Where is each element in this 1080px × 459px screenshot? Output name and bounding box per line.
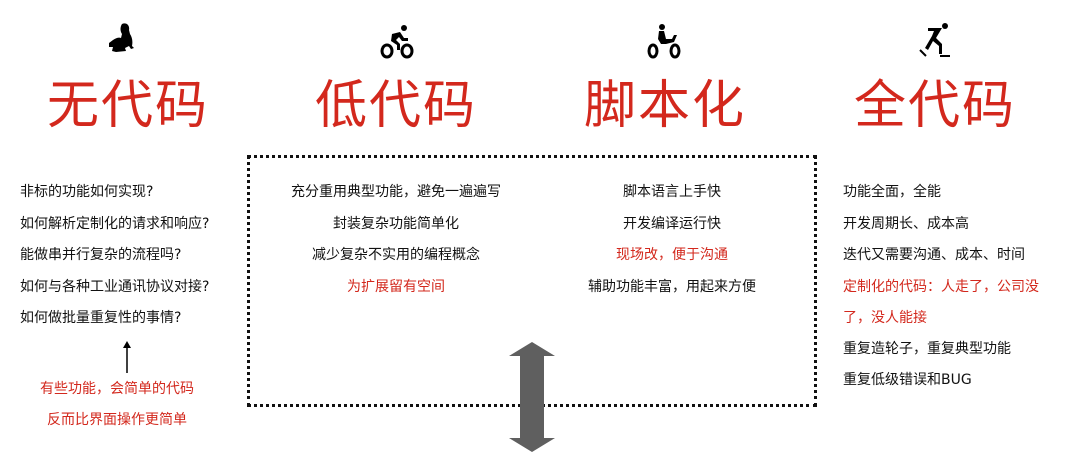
no-code-item: 能做串并行复杂的流程吗? [20,247,182,263]
full-code-item: 了，没人能接 [843,310,927,326]
no-code-note: 有些功能，会简单的代码 [40,381,194,397]
title-full-code: 全代码 [853,76,1016,136]
double-arrow-icon [509,342,555,452]
full-code-item: 开发周期长、成本高 [843,216,969,232]
low-code-item: 减少复杂不实用的编程概念 [312,247,480,263]
skater-icon [919,23,950,57]
title-low-code: 低代码 [314,76,477,136]
no-code-item: 如何做批量重复性的事情? [20,310,182,326]
bicycle-icon [380,25,414,59]
no-code-item: 如何与各种工业通讯协议对接? [20,279,210,295]
title-no-code: 无代码 [46,76,209,136]
script-item: 开发编译运行快 [623,216,721,232]
full-code-item: 迭代又需要沟通、成本、时间 [843,247,1025,263]
low-code-item: 封装复杂功能简单化 [333,216,459,232]
up-arrow-icon [123,341,131,373]
title-script: 脚本化 [583,76,746,136]
low-code-item: 充分重用典型功能，避免一遍遍写 [291,184,501,200]
script-item: 现场改，便于沟通 [616,247,728,263]
full-code-item: 重复造轮子，重复典型功能 [843,341,1011,357]
script-item: 脚本语言上手快 [623,184,721,200]
script-item: 辅助功能丰富，用起来方便 [588,279,756,295]
baby-crawling-icon [109,23,134,52]
no-code-item: 非标的功能如何实现? [20,184,154,200]
full-code-item: 功能全面，全能 [843,184,941,200]
no-code-item: 如何解析定制化的请求和响应? [20,216,210,232]
full-code-item: 重复低级错误和BUG [843,372,972,388]
low-code-item: 为扩展留有空间 [347,279,445,295]
motorcycle-icon [647,24,681,59]
full-code-item: 定制化的代码：人走了，公司没 [843,279,1039,295]
no-code-note: 反而比界面操作更简单 [47,412,187,428]
